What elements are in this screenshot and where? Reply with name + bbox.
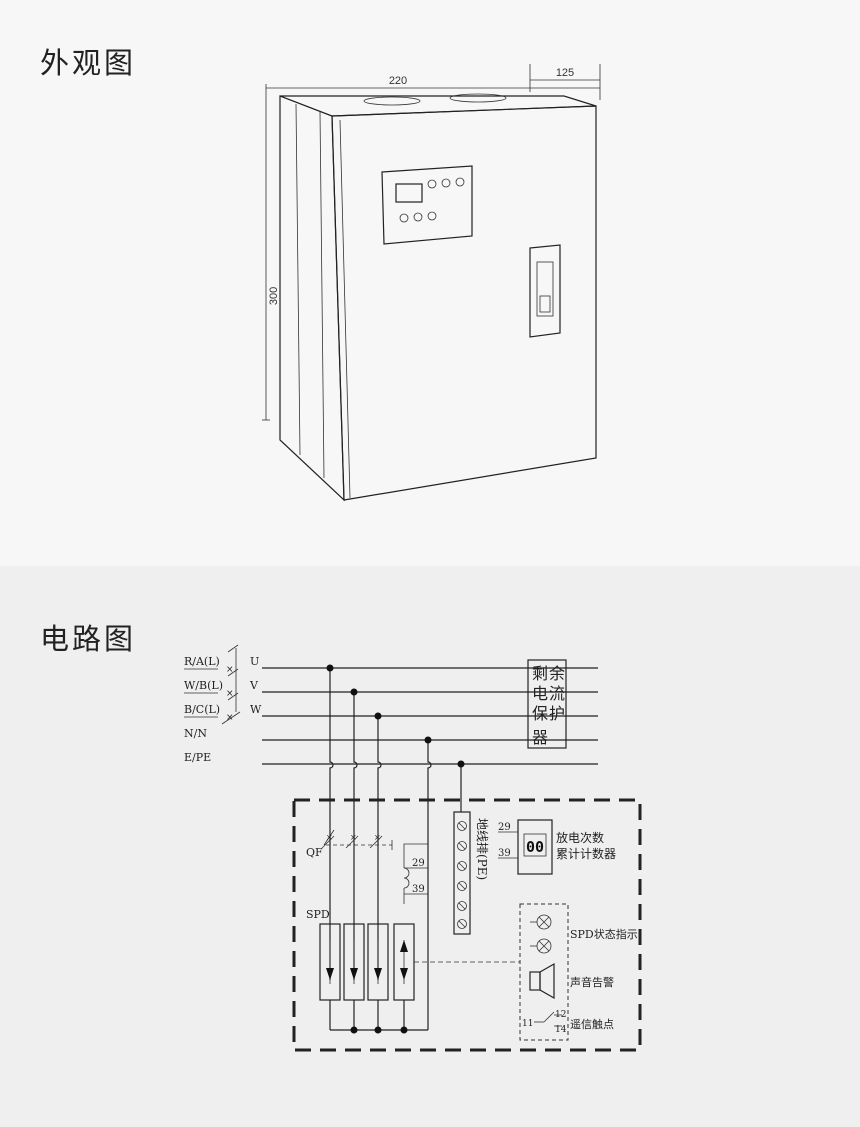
incoming-switch: × × × xyxy=(221,644,241,725)
ground-bar xyxy=(453,811,471,935)
rcd-char: 器 xyxy=(532,728,548,747)
circuit-panel xyxy=(0,566,860,1127)
appearance-panel xyxy=(0,0,860,566)
svg-text:×: × xyxy=(326,833,333,842)
door-lock xyxy=(529,244,561,338)
counter-digits: 00 xyxy=(526,838,544,856)
appearance-title: 外观图 xyxy=(40,46,137,80)
svg-text:×: × xyxy=(226,665,234,675)
line-label: B/C(L) xyxy=(184,703,220,716)
svg-text:×: × xyxy=(226,689,234,699)
rcd-box xyxy=(527,659,567,749)
contact-14: 14 xyxy=(555,1025,567,1035)
terminal-39-label: 39 xyxy=(412,884,425,895)
contact-12: 12 xyxy=(555,1010,566,1020)
svg-text:×: × xyxy=(374,833,381,842)
circuit-title: 电路图 xyxy=(40,622,137,656)
ground-bar-label: 地线排(PE) xyxy=(475,818,489,880)
relay-contact xyxy=(534,1011,562,1027)
dim-height-label: 300 xyxy=(268,287,280,305)
line-label: R/A(L) xyxy=(184,655,220,668)
svg-text:×: × xyxy=(350,833,357,842)
n-bus xyxy=(329,1000,428,1034)
rcd-char: 剩 xyxy=(532,664,548,683)
line-label: N/N xyxy=(184,727,207,740)
rcd-label: 剩 余 电 流 保 护 器 xyxy=(532,664,565,747)
discharge-counter xyxy=(498,819,553,875)
indicator-lamps xyxy=(530,914,552,954)
cable-entry-hole xyxy=(449,93,507,103)
rcd-char: 护 xyxy=(549,704,565,723)
svg-text:×: × xyxy=(226,713,234,723)
cable-entry-hole xyxy=(363,96,421,106)
counter-terminal-29: 29 xyxy=(498,822,511,833)
rcd-char: 电 xyxy=(532,684,548,703)
control-panel xyxy=(381,165,473,245)
indicator-label: SPD状态指示 xyxy=(570,927,638,941)
counter-terminal-39: 39 xyxy=(498,848,511,859)
dim-width-label: 220 xyxy=(389,75,407,87)
buzzer-icon xyxy=(529,962,555,1000)
qf-label: QF xyxy=(306,846,323,859)
dim-depth-label: 125 xyxy=(556,67,574,79)
counter-label-2: 累计计数器 xyxy=(556,846,616,861)
cabinet-side xyxy=(279,95,345,502)
alarm-terminal xyxy=(403,843,428,904)
dimension-lines xyxy=(262,64,601,421)
rcd-char: 流 xyxy=(549,684,565,703)
ground-bar-screws xyxy=(457,821,467,929)
line-label: W/B(L) xyxy=(184,679,223,692)
phase-label: U xyxy=(250,655,259,668)
cabinet-drawing: 220 125 300 xyxy=(262,64,601,502)
terminal-29-label: 29 xyxy=(412,858,425,869)
phase-label: V xyxy=(249,679,259,692)
contact-label: 遥信触点 xyxy=(570,1017,614,1031)
contact-11: 11 xyxy=(522,1019,533,1029)
status-box xyxy=(519,903,569,1041)
cabinet-top xyxy=(279,95,597,117)
spd-modules xyxy=(319,923,520,1001)
rcd-char: 余 xyxy=(549,664,565,683)
door-handle xyxy=(536,261,554,317)
bus-drops xyxy=(326,664,465,1030)
phase-label: W xyxy=(250,703,262,716)
alarm-label: 声音告警 xyxy=(570,975,614,989)
cabinet-front-door xyxy=(331,105,597,501)
counter-label-1: 放电次数 xyxy=(556,830,604,845)
spd-label: SPD xyxy=(306,908,330,921)
circuit-diagram: R/A(L) W/B(L) B/C(L) N/N E/PE U V W × × … xyxy=(184,644,642,1052)
rcd-char: 保 xyxy=(532,704,548,723)
line-label: E/PE xyxy=(184,751,211,764)
qf-breaker: × × × xyxy=(321,829,393,850)
incoming-labels: R/A(L) W/B(L) B/C(L) N/N E/PE U V W xyxy=(184,655,262,764)
lcd-display xyxy=(395,183,423,203)
